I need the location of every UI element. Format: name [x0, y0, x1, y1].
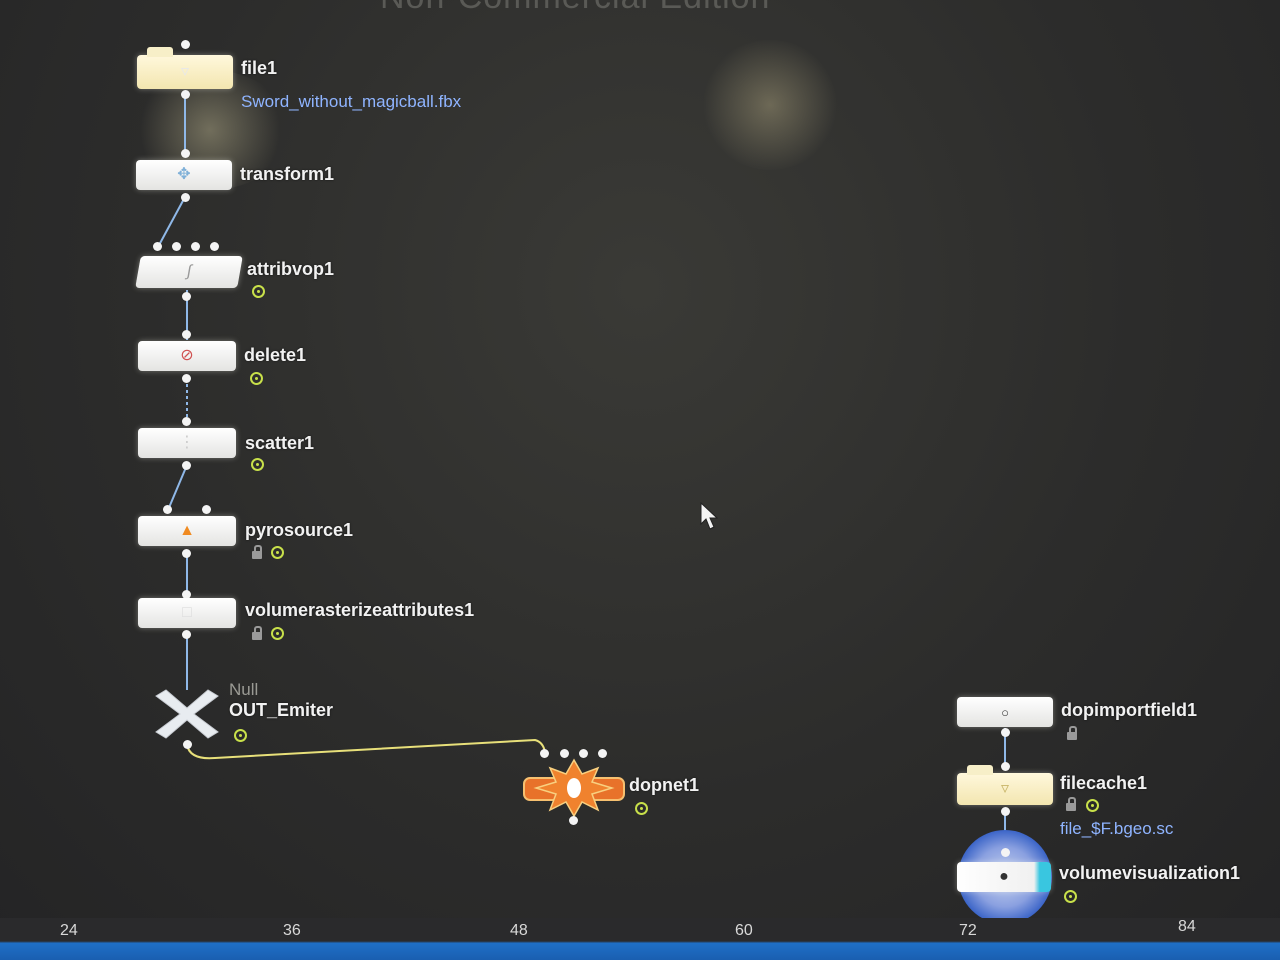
filecache1-display-flag[interactable] — [1086, 799, 1099, 812]
dopimportfield1-label: dopimportfield1 — [1061, 700, 1197, 720]
fire-icon: ▲ — [179, 522, 195, 539]
volumerasterize-lock-icon[interactable] — [252, 626, 262, 640]
file1-input-port[interactable] — [181, 40, 190, 49]
scatter1-input-port[interactable] — [182, 417, 191, 426]
delete-icon: ⊘ — [180, 347, 194, 364]
timeline-tick: 72 — [959, 922, 977, 939]
volumevisualization1-node[interactable]: ● — [957, 862, 1051, 892]
attribvop1-input-port-2[interactable] — [172, 242, 181, 251]
timeline-tick: 36 — [283, 922, 301, 939]
vop-icon: ∫ — [185, 263, 193, 280]
attribvop1-input-port-1[interactable] — [153, 242, 162, 251]
out-emiter-output-port[interactable] — [183, 740, 192, 749]
dopimportfield1-lock-icon[interactable] — [1067, 726, 1077, 740]
pyrosource1-display-flag[interactable] — [271, 546, 284, 559]
timeline-tick: 84 — [1178, 918, 1196, 935]
transform-icon: ✥ — [177, 166, 191, 183]
out-emiter-label: OUT_Emiter — [229, 700, 334, 720]
filecache1-node[interactable]: ▿ — [957, 765, 1053, 805]
delete1-display-flag[interactable] — [250, 372, 263, 385]
timeline-bar[interactable]: 24 36 48 60 72 84 — [0, 918, 1280, 960]
folder-icon: ▿ — [180, 63, 190, 80]
volumevisualization1-label: volumevisualization1 — [1059, 863, 1241, 883]
filecache1-input-port[interactable] — [1001, 762, 1010, 771]
transform1-node[interactable]: ✥ — [136, 160, 232, 190]
scatter1-label: scatter1 — [245, 433, 315, 453]
file1-output-port[interactable] — [181, 90, 190, 99]
file1-node[interactable]: ▿ — [137, 47, 233, 89]
scatter1-display-flag[interactable] — [251, 458, 264, 471]
volumerasterizeattributes1-node[interactable]: □ — [138, 598, 236, 628]
dopnet1-input-port-1[interactable] — [540, 749, 549, 758]
attribvop1-output-port[interactable] — [182, 292, 191, 301]
out-emiter-type: Null — [229, 680, 259, 699]
volumerasterizeattributes1-label: volumerasterizeattributes1 — [245, 600, 475, 620]
null-cross-icon — [155, 689, 219, 739]
folder-icon: ▿ — [1000, 780, 1010, 797]
attribvop1-input-port-4[interactable] — [210, 242, 219, 251]
out-emiter-node[interactable] — [150, 688, 224, 740]
attribvop1-display-flag[interactable] — [252, 285, 265, 298]
delete1-label: delete1 — [244, 345, 307, 365]
pyrosource1-input-port-2[interactable] — [202, 505, 211, 514]
timeline-tick: 24 — [60, 922, 78, 939]
scatter1-output-port[interactable] — [182, 461, 191, 470]
volume-vis-icon: ● — [999, 868, 1009, 885]
timeline-tick: 48 — [510, 922, 528, 939]
dopnet1-output-port[interactable] — [569, 816, 578, 825]
dopimportfield1-node[interactable]: ○ — [957, 697, 1053, 727]
dopnet1-input-port-4[interactable] — [598, 749, 607, 758]
filecache1-path: file_$F.bgeo.sc — [1060, 819, 1174, 838]
timeline-tick: 60 — [735, 922, 753, 939]
volumevisualization1-input-port[interactable] — [1001, 848, 1010, 857]
dopnet1-label: dopnet1 — [629, 775, 699, 795]
dopnet-burst-icon — [523, 758, 625, 818]
delete1-output-port[interactable] — [182, 374, 191, 383]
dopnet1-node[interactable] — [522, 758, 626, 818]
transform1-input-port[interactable] — [181, 149, 190, 158]
delete1-input-port[interactable] — [182, 330, 191, 339]
volumerasterize-display-flag[interactable] — [271, 627, 284, 640]
pyrosource1-output-port[interactable] — [182, 549, 191, 558]
pyrosource1-input-port-1[interactable] — [163, 505, 172, 514]
volumerasterize-output-port[interactable] — [182, 630, 191, 639]
dopimportfield1-output-port[interactable] — [1001, 728, 1010, 737]
pyrosource1-lock-icon[interactable] — [252, 545, 262, 559]
transform1-label: transform1 — [240, 164, 335, 184]
scatter1-node[interactable]: ⋮ — [138, 428, 236, 458]
filecache1-label: filecache1 — [1060, 773, 1148, 793]
transform1-output-port[interactable] — [181, 193, 190, 202]
edition-banner: Non-Commercial Edition — [380, 0, 770, 17]
dopnet1-display-flag[interactable] — [635, 802, 648, 815]
filecache1-lock-icon[interactable] — [1066, 797, 1076, 811]
pyrosource1-node[interactable]: ▲ — [138, 516, 236, 546]
out-emiter-display-flag[interactable] — [234, 729, 247, 742]
file1-path: Sword_without_magicball.fbx — [241, 92, 462, 111]
delete1-node[interactable]: ⊘ — [138, 341, 236, 371]
file1-label: file1 — [241, 58, 278, 78]
attribvop1-input-port-3[interactable] — [191, 242, 200, 251]
dopnet1-input-port-3[interactable] — [579, 749, 588, 758]
scatter-icon: ⋮ — [179, 434, 195, 451]
volumevisualization1-display-flag[interactable] — [1064, 890, 1077, 903]
dop-import-icon: ○ — [1001, 704, 1009, 720]
volume-icon: □ — [182, 604, 192, 621]
attribvop1-node[interactable]: ∫ — [135, 256, 243, 288]
filecache1-output-port[interactable] — [1001, 807, 1010, 816]
dopnet1-input-port-2[interactable] — [560, 749, 569, 758]
pyrosource1-label: pyrosource1 — [245, 520, 354, 540]
attribvop1-label: attribvop1 — [247, 259, 335, 279]
volumerasterize-input-port[interactable] — [182, 590, 191, 599]
